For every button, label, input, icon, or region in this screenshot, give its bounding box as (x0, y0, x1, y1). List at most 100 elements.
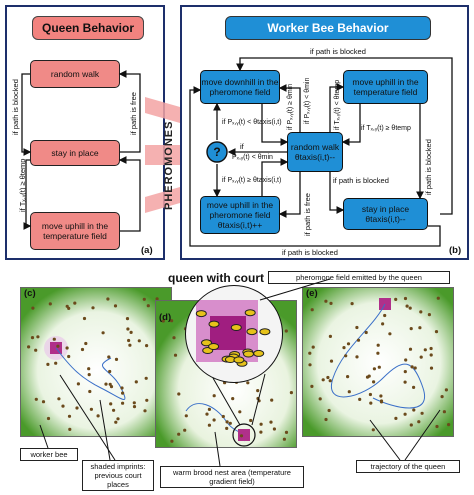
worker-bee-dot (144, 376, 148, 380)
worker-bee-dot (327, 408, 331, 413)
worker-bee-dot (104, 382, 108, 386)
worker-bee-dot (173, 353, 178, 357)
worker-bee-dot (329, 359, 334, 363)
worker-bee-dot (355, 355, 359, 359)
worker-bee-dot (410, 365, 414, 369)
worker-bee-dot (126, 327, 130, 331)
worker-bee-dot (46, 416, 51, 421)
worker-bee-dot (127, 338, 131, 343)
worker-bee-dot (377, 365, 381, 369)
svg-text:?: ? (213, 145, 220, 159)
court-bee (208, 320, 220, 328)
worker-bee-dot (56, 344, 60, 348)
court-bee (243, 350, 254, 358)
worker-bee-dot (419, 355, 423, 359)
worker-bee-dot (80, 347, 85, 352)
worker-bee-dot (413, 366, 417, 370)
worker-stay-box: stay in place θtaxis(i,t)-- (343, 198, 428, 230)
worker-bee-dot (121, 391, 125, 395)
worker-arrows (189, 57, 453, 247)
worker-bee-dot (76, 382, 80, 386)
worker-bee-dot (84, 341, 88, 346)
worker-bee-dot (434, 330, 439, 334)
worker-bee-dot (358, 397, 362, 401)
worker-bee-dot (347, 390, 351, 394)
panel-tag-a: (a) (141, 245, 153, 256)
queen-stay-box: stay in place (30, 140, 120, 166)
worker-bee-dot (65, 346, 69, 350)
worker-bee-dot (137, 339, 141, 343)
worker-random-walk-box: random walk θtaxis(i,t)-- (287, 132, 343, 172)
worker-bee-dot (114, 357, 119, 361)
worker-bee-dot (403, 412, 407, 416)
worker-bee-dot (54, 361, 58, 365)
worker-bee-dot (408, 306, 412, 310)
queen-arrows (21, 70, 141, 232)
worker-bee-dot (447, 423, 451, 427)
worker-bee-dot (383, 313, 387, 318)
worker-bee-dot (205, 412, 209, 416)
worker-bee-dot (435, 424, 439, 429)
worker-bee-dot (249, 418, 253, 423)
worker-bee-dot (121, 401, 125, 405)
worker-bee-dot (34, 348, 38, 352)
worker-bee-dot (231, 397, 235, 401)
worker-bee-dot (381, 322, 385, 326)
worker-bee-dot (368, 392, 372, 397)
worker-bee-dot (207, 407, 211, 411)
sim-field-e (303, 288, 453, 436)
worker-bee-dot (225, 426, 229, 430)
court-bee (246, 328, 258, 336)
worker-bee-dot (132, 405, 137, 409)
worker-bee-dot (376, 351, 380, 355)
worker-bee-dot (134, 380, 138, 384)
court-bee (233, 356, 245, 364)
court-bee (244, 309, 256, 317)
worker-bee-dot (145, 344, 149, 348)
worker-bee-dot (68, 427, 72, 431)
callout-shaded-imprints: shaded imprints: previous court places (82, 460, 154, 491)
queen-behavior-title: Queen Behavior (32, 16, 144, 40)
worker-bee-dot (284, 430, 289, 434)
worker-bee-dot (394, 297, 398, 301)
worker-bee-dot (346, 375, 350, 379)
worker-bee-dot (259, 422, 263, 426)
worker-bee-dot (129, 330, 133, 334)
worker-bee-dot (403, 296, 408, 301)
worker-bee-dot (120, 386, 124, 390)
worker-bee-dot (412, 385, 416, 389)
worker-bee-dot (418, 326, 422, 330)
worker-bee-dot (109, 402, 113, 406)
worker-bee-dot (369, 401, 373, 405)
callout-pheromone-field: pheromone field emitted by the queen (268, 271, 450, 284)
worker-bee-dot (116, 417, 120, 421)
worker-bee-dot (350, 302, 354, 306)
worker-bee-dot (67, 354, 71, 359)
worker-bee-dot (109, 385, 114, 389)
worker-bee-dot (427, 313, 431, 317)
worker-uphill-pheromone-box: move uphill in the pheromone field θtaxi… (200, 196, 280, 234)
worker-bee-dot (419, 310, 423, 314)
sim-panel-e (302, 287, 454, 437)
worker-bee-dot (329, 301, 333, 305)
worker-bee-dot (170, 319, 174, 323)
worker-bee-dot (107, 355, 111, 359)
sim-field-c (21, 288, 171, 436)
court-bee (201, 339, 212, 347)
worker-bee-dot (308, 351, 312, 355)
worker-bee-dot (394, 416, 398, 420)
worker-bee-dot (417, 420, 421, 424)
worker-bee-dot (256, 389, 260, 393)
callout-queen-trajectory: trajectory of the queen (356, 460, 460, 473)
worker-bee-dot (177, 392, 181, 396)
worker-bee-dot (82, 316, 87, 321)
panel-tag-c: (c) (24, 288, 36, 299)
worker-bee-dot (67, 414, 72, 418)
worker-bee-dot (61, 404, 65, 408)
worker-bee-dot (57, 397, 61, 401)
worker-bee-dot (114, 420, 118, 424)
worker-bee-dot (284, 329, 288, 333)
worker-bee-dot (344, 354, 348, 358)
court-bee (195, 310, 207, 318)
worker-bee-dot (207, 423, 211, 427)
